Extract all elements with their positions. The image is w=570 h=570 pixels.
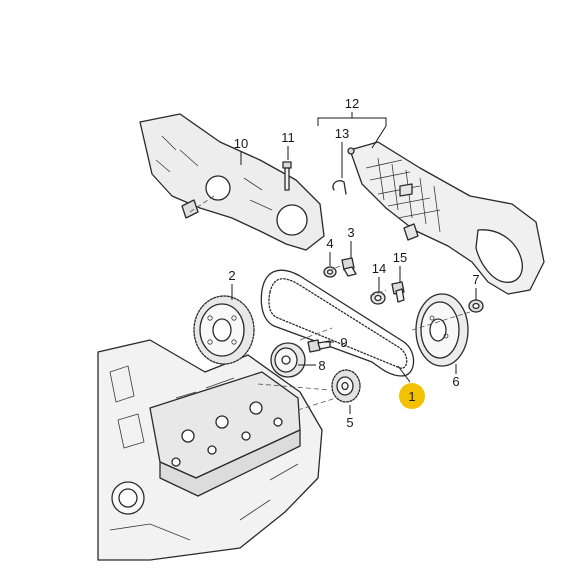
label-9: 9 bbox=[340, 335, 347, 350]
label-12: 12 bbox=[345, 96, 359, 111]
label-6: 6 bbox=[452, 374, 459, 389]
crank-sprocket bbox=[331, 369, 361, 403]
washer-4 bbox=[323, 266, 337, 278]
front-timing-cover bbox=[349, 141, 545, 295]
label-1: 1 bbox=[408, 389, 415, 404]
clip-13 bbox=[332, 147, 355, 195]
timing-belt bbox=[260, 269, 415, 377]
crank-pulley bbox=[415, 293, 469, 367]
label-15: 15 bbox=[393, 250, 407, 265]
label-5: 5 bbox=[346, 415, 353, 430]
label-13: 13 bbox=[335, 126, 349, 141]
belt-callout: 1 bbox=[399, 383, 425, 409]
bolt-7 bbox=[468, 299, 484, 313]
assembly-axis-lines bbox=[189, 195, 471, 411]
engine-block bbox=[97, 339, 323, 561]
bolt-11 bbox=[282, 161, 292, 191]
label-4: 4 bbox=[326, 236, 333, 251]
bolt-15 bbox=[391, 281, 405, 303]
label-3: 3 bbox=[347, 225, 354, 240]
label-14: 14 bbox=[372, 261, 386, 276]
bolt-3 bbox=[341, 257, 357, 277]
label-10: 10 bbox=[234, 136, 248, 151]
part-number-labels: 2 3 4 5 6 7 8 9 10 11 12 13 14 15 bbox=[228, 96, 479, 430]
leader-lines bbox=[231, 112, 477, 414]
spacer-14 bbox=[370, 291, 386, 305]
rear-timing-cover bbox=[139, 113, 325, 251]
belt-callout-badge bbox=[399, 383, 425, 409]
camshaft-pulley bbox=[193, 295, 255, 365]
tensioner bbox=[270, 342, 306, 378]
label-7: 7 bbox=[472, 272, 479, 287]
label-11: 11 bbox=[281, 130, 295, 145]
label-8: 8 bbox=[318, 358, 325, 373]
label-2: 2 bbox=[228, 268, 235, 283]
